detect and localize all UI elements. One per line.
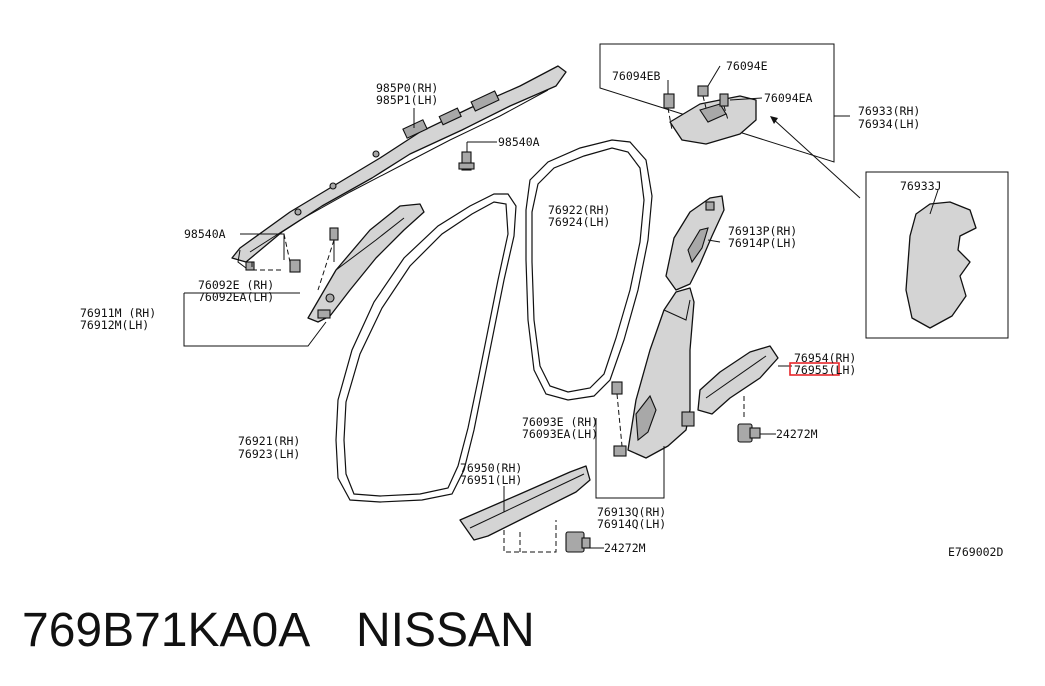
brand-caption: NISSAN — [356, 604, 535, 657]
label-76094e: 76094E — [726, 59, 768, 73]
label-76093e: 76093E (RH) — [522, 415, 598, 429]
label-76912m: 76912M(LH) — [80, 318, 149, 332]
label-76092e: 76092E (RH) — [198, 278, 274, 292]
kicking-plate-inner — [697, 345, 779, 415]
label-24272m-bottom: 24272M — [604, 541, 646, 555]
b-pillar-upper-finisher — [665, 195, 725, 291]
label-76094ea: 76094EA — [764, 91, 813, 105]
label-76914q: 76914Q(LH) — [597, 517, 666, 531]
label-76933: 76933(RH) — [858, 104, 920, 118]
label-76921: 76921(RH) — [238, 434, 300, 448]
label-76923: 76923(LH) — [238, 447, 300, 461]
label-76913q: 76913Q(RH) — [597, 505, 666, 519]
label-76922: 76922(RH) — [548, 203, 610, 217]
label-98540a-left: 98540A — [184, 227, 226, 241]
label-76924: 76924(LH) — [548, 215, 610, 229]
label-98540a-top: 98540A — [498, 135, 540, 149]
b-pillar-lower-finisher — [627, 287, 695, 459]
highlight-box — [789, 362, 840, 376]
label-76950: 76950(RH) — [460, 461, 522, 475]
bolt-98540a-top — [458, 151, 475, 171]
label-76951: 76951(LH) — [460, 473, 522, 487]
label-985p1: 985P1(LH) — [376, 93, 438, 107]
label-76093ea: 76093EA(LH) — [522, 427, 598, 441]
label-76913p: 76913P(RH) — [728, 224, 797, 238]
part-number-caption: 769B71KA0A — [22, 604, 310, 657]
diagram-code: E769002D — [948, 545, 1003, 559]
bolt-98540a-left — [245, 259, 301, 273]
label-76954: 76954(RH) — [794, 351, 856, 365]
curtain-airbag — [231, 65, 567, 269]
label-76933j: 76933J — [900, 179, 942, 193]
a-pillar-finisher — [307, 203, 425, 323]
inset-76933j — [865, 171, 1009, 339]
label-76955: 76955(LH) — [794, 363, 856, 377]
kicking-plate-front — [459, 465, 591, 541]
label-76911m: 76911M (RH) — [80, 306, 156, 320]
label-985p0: 985P0(RH) — [376, 81, 438, 95]
label-24272m-right: 24272M — [776, 427, 818, 441]
label-76934: 76934(LH) — [858, 117, 920, 131]
label-76914p: 76914P(LH) — [728, 236, 797, 250]
clip-24272m-bottom — [565, 531, 591, 553]
clip-24272m-right — [737, 423, 761, 443]
clip-76092e — [329, 227, 339, 262]
weatherstrip-76922 — [525, 139, 653, 401]
label-76094eb: 76094EB — [612, 69, 661, 83]
label-76092ea: 76092EA(LH) — [198, 290, 274, 304]
weatherstrip-76921 — [335, 193, 517, 503]
inset-seat-belt-cover — [599, 43, 850, 163]
